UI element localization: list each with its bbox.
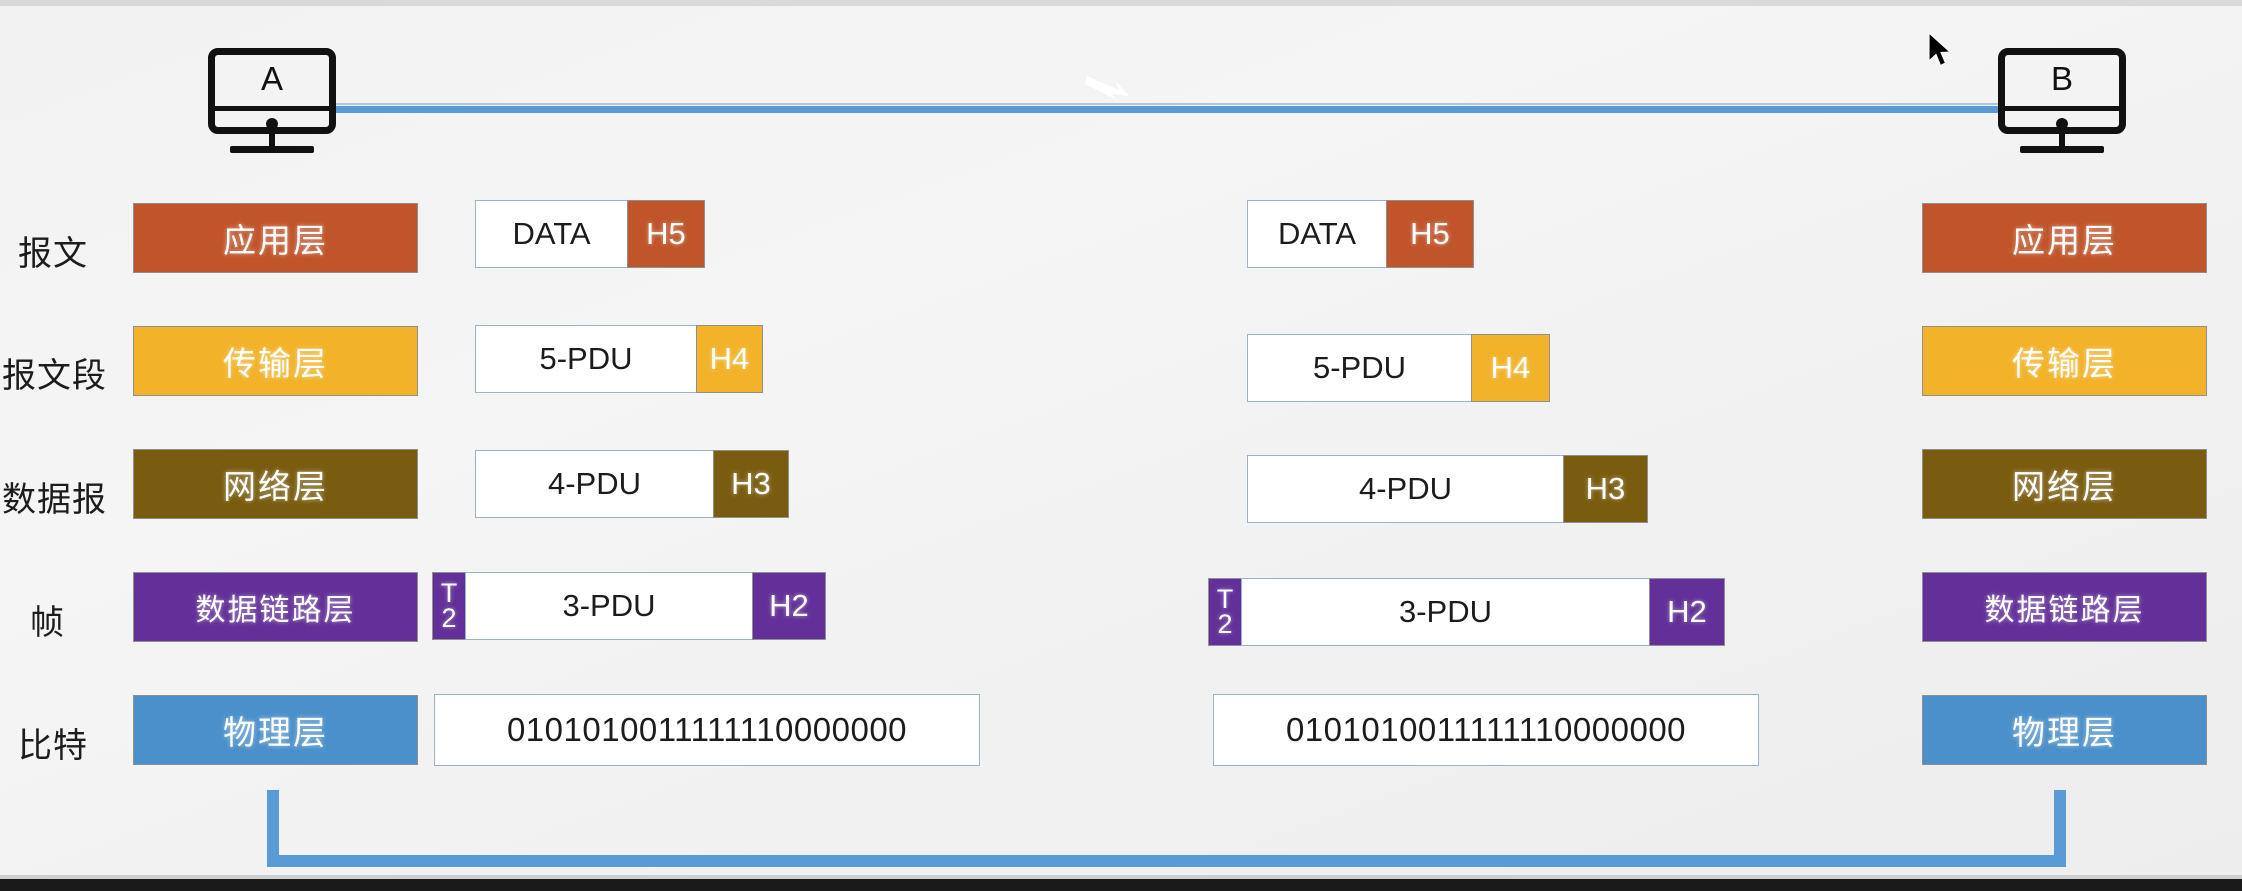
left-layer-physical[interactable]: 物理层 [133, 695, 418, 765]
left-pdu-application-body: DATA [475, 200, 628, 268]
left-pdu-datalink-body: 3-PDU [465, 572, 753, 640]
host-b-label: B [2050, 60, 2073, 97]
page-bottom-edge [0, 879, 2242, 891]
left-pdu-application-header: H5 [627, 200, 705, 268]
host-a-label: A [260, 60, 283, 97]
right-trailer-char-top: T [1216, 584, 1234, 615]
right-layer-application[interactable]: 应用层 [1922, 203, 2207, 273]
host-a-screen: A [208, 48, 336, 134]
bottom-link-right-vertical [2054, 790, 2066, 855]
left-layer-network[interactable]: 网络层 [133, 449, 418, 519]
left-pdu-transport-header: H4 [696, 325, 763, 393]
link-line-a-to-b [318, 106, 1998, 113]
row-label-frame: 帧 [30, 603, 65, 643]
host-b-divider [2005, 106, 2119, 111]
left-layer-transport[interactable]: 传输层 [133, 326, 418, 396]
right-pdu-network-header: H3 [1563, 455, 1648, 523]
right-pdu-network[interactable]: 4-PDU H3 [1247, 455, 1648, 523]
left-pdu-network-body: 4-PDU [475, 450, 714, 518]
right-pdu-transport-body: 5-PDU [1247, 334, 1472, 402]
host-b-screen: B [1998, 48, 2126, 134]
left-pdu-datalink-trailer: T 2 [432, 572, 466, 640]
right-layer-network[interactable]: 网络层 [1922, 449, 2207, 519]
right-pdu-datalink-header: H2 [1649, 578, 1725, 646]
right-pdu-transport[interactable]: 5-PDU H4 [1247, 334, 1550, 402]
host-b-monitor-icon[interactable]: B [1998, 48, 2126, 153]
left-layer-application[interactable]: 应用层 [133, 203, 418, 273]
left-layer-datalink[interactable]: 数据链路层 [133, 572, 418, 642]
host-a-dot [266, 118, 278, 130]
page-bottom-edge-light [0, 875, 2242, 879]
host-b-dot [2056, 118, 2068, 130]
right-pdu-datalink[interactable]: T 2 3-PDU H2 [1208, 578, 1725, 646]
row-label-bit: 比特 [18, 726, 88, 766]
right-pdu-datalink-trailer: T 2 [1208, 578, 1242, 646]
right-pdu-application-body: DATA [1247, 200, 1387, 268]
host-a-monitor-icon[interactable]: A [208, 48, 336, 153]
left-pdu-network[interactable]: 4-PDU H3 [475, 450, 789, 518]
left-pdu-datalink-header: H2 [752, 572, 826, 640]
host-b-neck [2059, 134, 2065, 148]
left-trailer-char-bottom: 2 [441, 603, 457, 633]
bottom-link-left-vertical [267, 790, 279, 855]
right-pdu-physical-bits: 0101010011111110000000 [1213, 694, 1759, 766]
host-b-base [2020, 146, 2104, 153]
right-layer-physical[interactable]: 物理层 [1922, 695, 2207, 765]
left-pdu-network-header: H3 [713, 450, 789, 518]
right-pdu-datalink-body: 3-PDU [1241, 578, 1650, 646]
right-layer-datalink[interactable]: 数据链路层 [1922, 572, 2207, 642]
right-pdu-network-body: 4-PDU [1247, 455, 1564, 523]
right-layer-transport[interactable]: 传输层 [1922, 326, 2207, 396]
host-a-divider [215, 106, 329, 111]
host-a-base [230, 146, 314, 153]
left-pdu-transport[interactable]: 5-PDU H4 [475, 325, 763, 393]
row-label-message: 报文 [18, 234, 88, 274]
left-trailer-char-top: T [440, 578, 458, 609]
row-label-datagram: 数据报 [2, 480, 107, 520]
page-top-edge [0, 0, 2242, 6]
left-pdu-physical-bits: 0101010011111110000000 [434, 694, 980, 766]
host-a-neck [269, 134, 275, 148]
bottom-link-horizontal [267, 855, 2066, 867]
right-pdu-application[interactable]: DATA H5 [1247, 200, 1474, 268]
left-pdu-datalink[interactable]: T 2 3-PDU H2 [432, 572, 826, 640]
link-line-highlight [318, 103, 1998, 105]
left-pdu-transport-body: 5-PDU [475, 325, 697, 393]
right-pdu-transport-header: H4 [1471, 334, 1550, 402]
white-arrow-icon [1085, 70, 1135, 109]
right-trailer-char-bottom: 2 [1217, 609, 1233, 639]
mouse-pointer-icon [1928, 31, 1954, 75]
left-pdu-application[interactable]: DATA H5 [475, 200, 705, 268]
right-pdu-application-header: H5 [1386, 200, 1474, 268]
row-label-segment: 报文段 [2, 356, 107, 396]
